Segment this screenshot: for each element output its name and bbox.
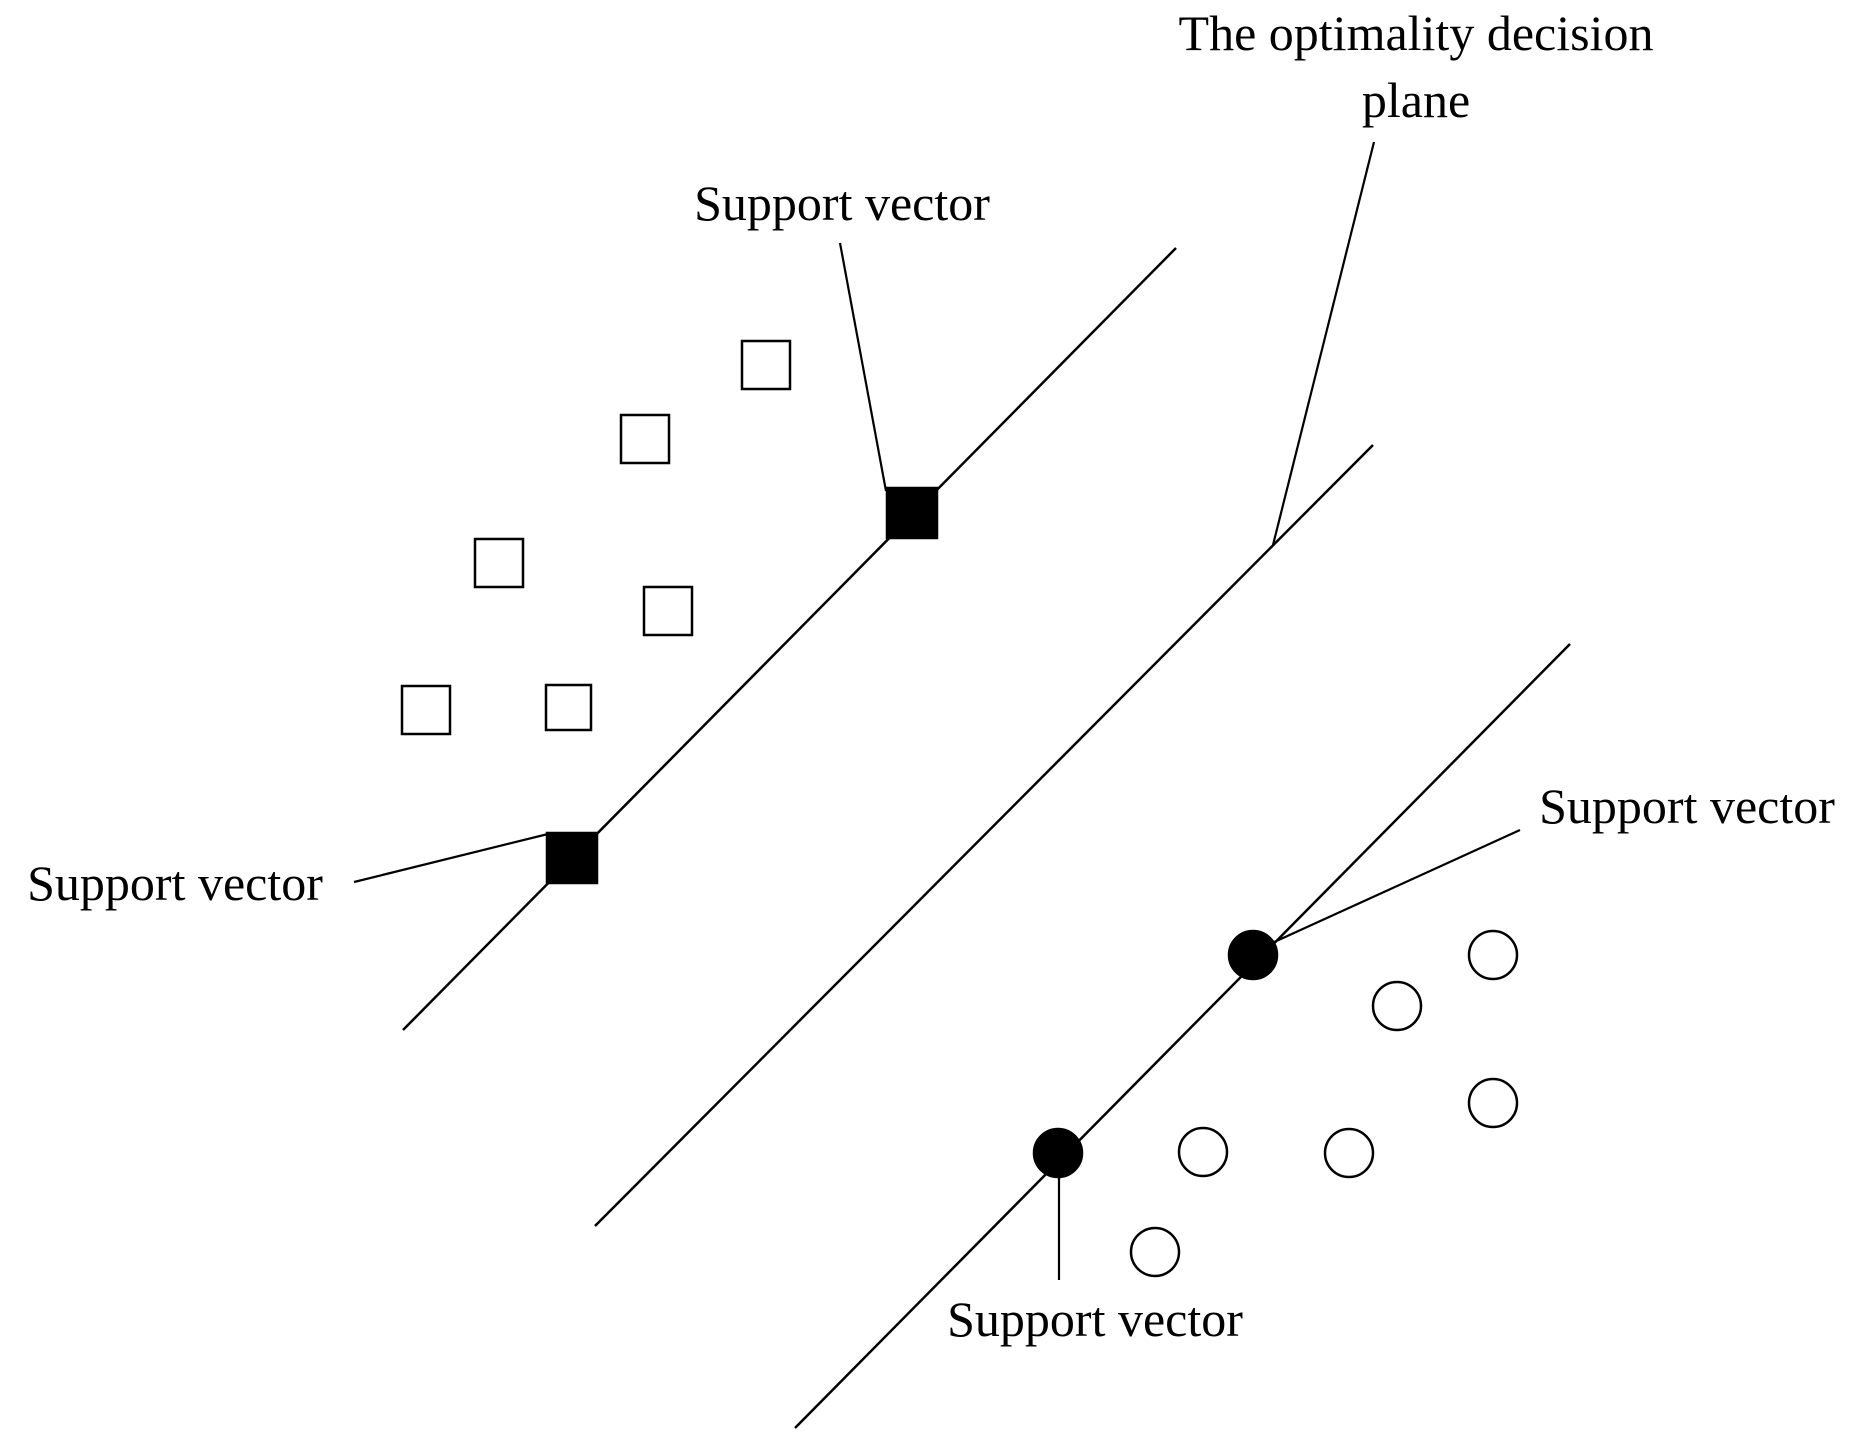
hollow-circle-point	[1467, 929, 1519, 981]
leader-support-vector-top	[838, 242, 888, 492]
hollow-square-point	[544, 683, 593, 732]
upper-margin-line	[402, 247, 1177, 1031]
hollow-circle-point	[1467, 1077, 1519, 1129]
label-support-vector-bottom: Support vector	[947, 1291, 1243, 1347]
hollow-circle-point	[1371, 980, 1423, 1032]
hollow-square-point	[619, 413, 671, 465]
support-vector-square-top	[885, 486, 939, 540]
support-vector-circle-lower	[1032, 1127, 1084, 1179]
support-vector-circle-upper	[1227, 929, 1279, 981]
hollow-square-point	[642, 585, 694, 637]
hollow-square-point	[740, 339, 792, 391]
hollow-circle-point	[1129, 1226, 1181, 1278]
support-vector-square-left	[545, 831, 599, 885]
hollow-circle-point	[1177, 1126, 1229, 1178]
leader-support-vector-right	[1271, 828, 1521, 945]
hollow-square-point	[473, 537, 525, 589]
hollow-square-point	[400, 684, 452, 736]
decision-plane-line	[594, 444, 1374, 1227]
label-support-vector-right: Support vector	[1539, 778, 1835, 834]
leader-decision-plane	[1271, 141, 1376, 546]
hollow-circle-point	[1323, 1127, 1375, 1179]
leader-support-vector-left	[353, 832, 549, 884]
label-decision-plane-line1: The optimality decision	[1179, 5, 1654, 61]
lower-margin-line	[794, 643, 1571, 1429]
label-support-vector-left: Support vector	[27, 855, 323, 911]
label-decision-plane-line2: plane	[1362, 72, 1470, 128]
label-support-vector-top: Support vector	[694, 175, 990, 231]
